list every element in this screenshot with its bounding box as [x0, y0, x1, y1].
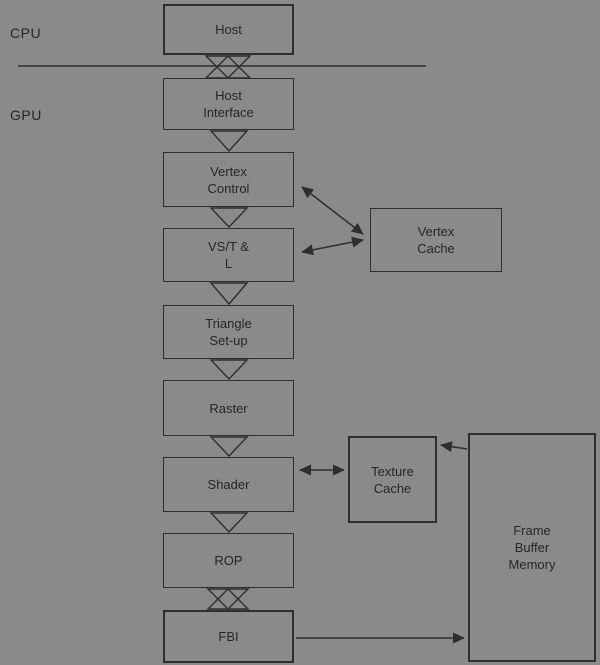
node-frame-buffer-memory: Frame Buffer Memory	[468, 433, 596, 662]
node-host: Host	[163, 4, 294, 55]
cpu-region-label: CPU	[10, 25, 42, 41]
node-vertex-control: Vertex Control	[163, 152, 294, 207]
node-vertex-cache: Vertex Cache	[370, 208, 502, 272]
arrow-framebuffer-texturecache	[440, 441, 468, 453]
flow-triangle	[209, 512, 249, 534]
bus-connector-icon	[204, 55, 252, 79]
node-raster: Raster	[163, 380, 294, 436]
bidir-arrow-vertexcontrol-vertexcache	[301, 186, 364, 235]
node-fbi: FBI	[163, 610, 294, 663]
node-vst-l: VS/T & L	[163, 228, 294, 282]
flow-triangle-icons	[209, 130, 249, 534]
flow-triangle	[209, 130, 249, 153]
bidir-arrow-vstl-vertexcache	[301, 236, 364, 256]
bus-connector-icon	[206, 588, 250, 610]
node-triangle-setup: Triangle Set-up	[163, 305, 294, 359]
flow-triangle	[209, 282, 249, 306]
flow-triangle	[209, 207, 249, 229]
node-host-interface: Host Interface	[163, 78, 294, 130]
flow-triangle	[209, 436, 249, 458]
flow-triangle	[209, 359, 249, 381]
node-shader: Shader	[163, 457, 294, 512]
node-texture-cache: Texture Cache	[348, 436, 437, 523]
node-rop: ROP	[163, 533, 294, 588]
gpu-region-label: GPU	[10, 107, 42, 123]
